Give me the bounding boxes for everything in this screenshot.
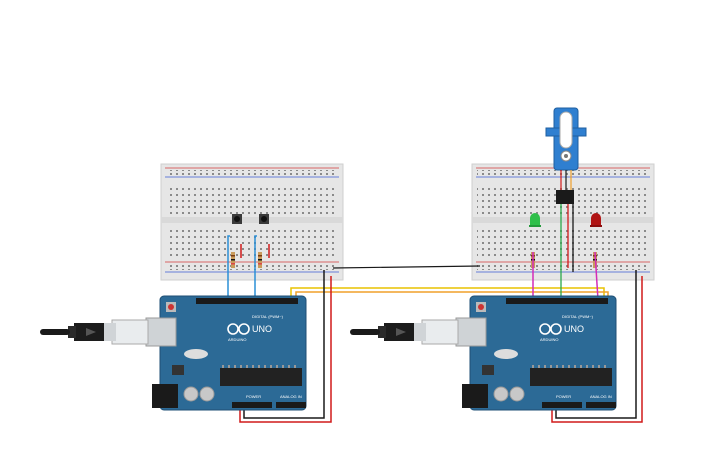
wire-blue-1[interactable] [227,235,230,300]
digital-header-label: DIGITAL (PWM~) [252,314,284,319]
board-model-label: UNO [564,324,584,334]
resistor-left-1[interactable] [231,252,235,268]
analog-header-label: ANALOG IN [280,394,302,399]
right-breadboard[interactable] [471,163,655,281]
wire-blue-2[interactable] [254,235,257,300]
wire-black-ground-link[interactable] [332,265,481,269]
power-header-label: POWER [556,394,571,399]
led-red[interactable] [590,213,602,227]
usb-icon [396,328,406,336]
led-green[interactable] [529,213,541,227]
usb-cable-left[interactable] [40,319,149,345]
wire-pink-led-2[interactable] [594,251,599,301]
arduino-logo-icon [539,323,562,335]
wire-black-left-gnd[interactable] [243,270,325,419]
right-arduino-uno[interactable]: UNO ARDUINO DIGITAL (PWM~) POWER ANALOG … [455,295,617,411]
arduino-logo-icon [227,323,250,335]
board-model-label: UNO [252,324,272,334]
board-brand-label: ARDUINO [540,337,558,342]
resistor-left-2[interactable] [258,252,262,268]
wire-yellow-serial[interactable] [290,287,605,300]
servo-connector [556,190,574,204]
left-breadboard[interactable] [160,163,344,281]
wire-red-right-5v[interactable] [551,276,643,423]
micro-servo[interactable] [545,107,587,171]
digital-header-label: DIGITAL (PWM~) [562,314,594,319]
board-brand-label: ARDUINO [228,337,246,342]
usb-icon [86,328,96,336]
usb-cable-right[interactable] [350,319,459,345]
pushbutton-2[interactable] [259,214,269,224]
power-header-label: POWER [246,394,261,399]
left-arduino-uno[interactable]: UNO ARDUINO DIGITAL (PWM~) POWER ANALOG … [145,295,307,411]
analog-header-label: ANALOG IN [590,394,612,399]
pushbutton-1[interactable] [232,214,242,224]
wire-red-left-5v[interactable] [239,276,332,423]
wire-black-right-gnd[interactable] [555,270,637,419]
